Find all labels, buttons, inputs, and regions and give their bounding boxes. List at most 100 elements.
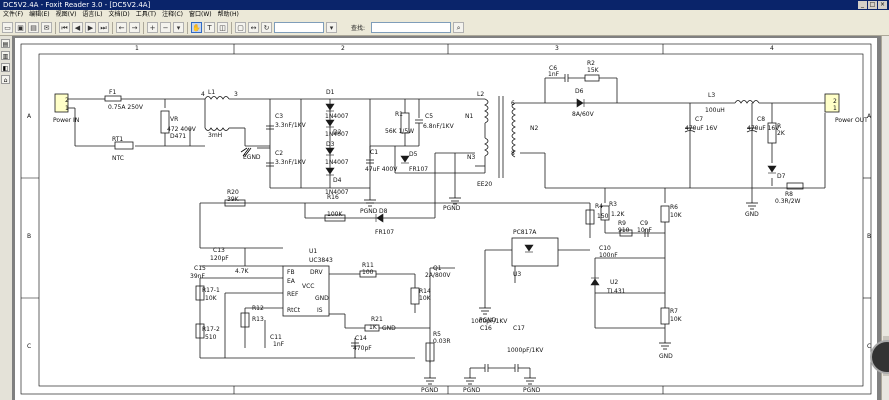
menu-help[interactable]: 帮助(H) bbox=[217, 11, 239, 18]
menu-view[interactable]: 视图(V) bbox=[55, 11, 77, 18]
rotate-icon[interactable]: ↻ bbox=[261, 22, 272, 33]
menu-file[interactable]: 文件(F) bbox=[3, 11, 24, 18]
zoom-in-icon[interactable]: + bbox=[147, 22, 158, 33]
menu-edit[interactable]: 编辑(E) bbox=[29, 11, 50, 18]
menu-language[interactable]: 语言(L) bbox=[82, 11, 103, 18]
label-r-val: 2K bbox=[777, 130, 786, 137]
document-area[interactable]: 1 2 3 4 A B C A B C 2 1 Power IN F1 0.75… bbox=[12, 36, 881, 400]
label-r16-val: 100K bbox=[327, 211, 343, 218]
label-r13: R13 bbox=[252, 316, 264, 323]
label-gnd-3: GND bbox=[659, 353, 673, 360]
minimize-icon[interactable]: _ bbox=[858, 1, 867, 9]
label-r14: R14 bbox=[419, 288, 431, 295]
back-icon[interactable]: ← bbox=[116, 22, 127, 33]
fit-width-icon[interactable]: ↔ bbox=[248, 22, 259, 33]
grid-col-2: 2 bbox=[341, 45, 345, 52]
label-c2: C2 bbox=[275, 150, 283, 157]
label-gnd-1: GND bbox=[745, 211, 759, 218]
label-d2-val: 1N4007 bbox=[325, 131, 349, 138]
label-rtct: RtCt bbox=[287, 307, 301, 314]
label-c3: C3 bbox=[275, 113, 283, 120]
label-c3-val: 3.3nF/1KV bbox=[275, 122, 307, 129]
pdf-page: 1 2 3 4 A B C A B C 2 1 Power IN F1 0.75… bbox=[15, 38, 877, 400]
zoom-field[interactable] bbox=[274, 22, 324, 33]
label-r17-2-val: 510 bbox=[205, 334, 217, 341]
forward-icon[interactable]: → bbox=[129, 22, 140, 33]
label-r1: R1 bbox=[395, 111, 403, 118]
fit-page-icon[interactable]: ▢ bbox=[235, 22, 246, 33]
menu-window[interactable]: 窗口(W) bbox=[189, 11, 212, 18]
search-label: 查找: bbox=[351, 25, 366, 32]
window-controls: _ □ × bbox=[858, 1, 887, 9]
label-c9-val: 10nF bbox=[637, 227, 652, 234]
zoom-dropdown-icon[interactable]: ▾ bbox=[173, 22, 184, 33]
hand-tool-icon[interactable]: ✋ bbox=[191, 22, 202, 33]
bookmarks-icon[interactable]: ▤ bbox=[1, 39, 10, 48]
grid-row-a-right: A bbox=[867, 113, 872, 120]
label-ntc: NTC bbox=[112, 155, 124, 162]
pages-icon[interactable]: ▥ bbox=[1, 51, 10, 60]
label-c16-val: 1000pF/1KV bbox=[471, 318, 508, 325]
grid-row-c-right: C bbox=[867, 343, 871, 350]
snapshot-icon[interactable]: ◫ bbox=[217, 22, 228, 33]
label-power-in: Power IN bbox=[53, 117, 79, 124]
grid-row-c: C bbox=[27, 343, 31, 350]
label-l3: L3 bbox=[708, 92, 715, 99]
label-egnd: EGND bbox=[243, 154, 261, 161]
label-f1-val: 0.75A 250V bbox=[108, 104, 144, 111]
label-c15-val: 39nF bbox=[190, 273, 205, 280]
open-icon[interactable]: ▭ bbox=[2, 22, 13, 33]
email-icon[interactable]: ✉ bbox=[41, 22, 52, 33]
next-page-icon[interactable]: ▶ bbox=[85, 22, 96, 33]
label-pgnd-6: PGND bbox=[479, 317, 497, 324]
label-r6: R6 bbox=[670, 204, 678, 211]
label-pin-8: 8 bbox=[511, 150, 515, 157]
label-d7: D7 bbox=[777, 173, 786, 180]
menu-document[interactable]: 文档(D) bbox=[108, 11, 130, 18]
label-r: R bbox=[777, 123, 781, 130]
label-c5-val: 6.8nF/1KV bbox=[423, 123, 455, 130]
label-c10: C10 bbox=[599, 245, 611, 252]
ground-symbols bbox=[240, 147, 758, 385]
label-c17: C17 bbox=[513, 325, 525, 332]
label-r21-val: 1K bbox=[369, 324, 378, 331]
attachments-icon[interactable]: ⌂ bbox=[1, 75, 10, 84]
label-gnd-pin: GND bbox=[315, 295, 329, 302]
label-pin-1: 1 bbox=[65, 105, 69, 112]
label-r6-val: 10K bbox=[670, 212, 683, 219]
label-c10-val: 100nF bbox=[599, 252, 618, 259]
label-r-4k7: 4.7K bbox=[235, 268, 250, 275]
first-page-icon[interactable]: ⏮ bbox=[59, 22, 70, 33]
print-icon[interactable]: ▤ bbox=[28, 22, 39, 33]
label-c9: C9 bbox=[640, 220, 648, 227]
select-text-icon[interactable]: T bbox=[204, 22, 215, 33]
label-fb: FB bbox=[287, 269, 295, 276]
grid-col-3: 3 bbox=[555, 45, 559, 52]
label-c7-val: 470uF 16V bbox=[685, 125, 718, 132]
search-input[interactable] bbox=[371, 22, 452, 33]
layers-icon[interactable]: ◧ bbox=[1, 63, 10, 72]
search-icon[interactable]: ⌕ bbox=[453, 22, 465, 33]
zoom-select-icon[interactable]: ▾ bbox=[326, 22, 337, 33]
save-icon[interactable]: ▣ bbox=[15, 22, 26, 33]
maximize-icon[interactable]: □ bbox=[868, 1, 877, 9]
last-page-icon[interactable]: ⏭ bbox=[98, 22, 109, 33]
label-r11-val: 100 bbox=[362, 269, 374, 276]
label-r20: R20 bbox=[227, 189, 239, 196]
label-c13: C13 bbox=[213, 247, 225, 254]
grid-row-a: A bbox=[27, 113, 32, 120]
label-r20-val: 39K bbox=[227, 196, 240, 203]
close-icon[interactable]: × bbox=[878, 1, 887, 9]
label-r5: R5 bbox=[433, 331, 441, 338]
label-is: IS bbox=[317, 307, 323, 314]
menu-bar: 文件(F) 编辑(E) 视图(V) 语言(L) 文档(D) 工具(T) 注释(C… bbox=[0, 10, 889, 20]
menu-tools[interactable]: 工具(T) bbox=[135, 11, 157, 18]
label-c11-val: 1nF bbox=[273, 341, 285, 348]
label-d5: D5 bbox=[409, 151, 418, 158]
label-d4: D4 bbox=[333, 177, 342, 184]
prev-page-icon[interactable]: ◀ bbox=[72, 22, 83, 33]
menu-comments[interactable]: 注释(C) bbox=[162, 11, 183, 18]
label-vr: VR bbox=[170, 116, 178, 123]
label-c16: C16 bbox=[480, 325, 492, 332]
zoom-out-icon[interactable]: − bbox=[160, 22, 171, 33]
